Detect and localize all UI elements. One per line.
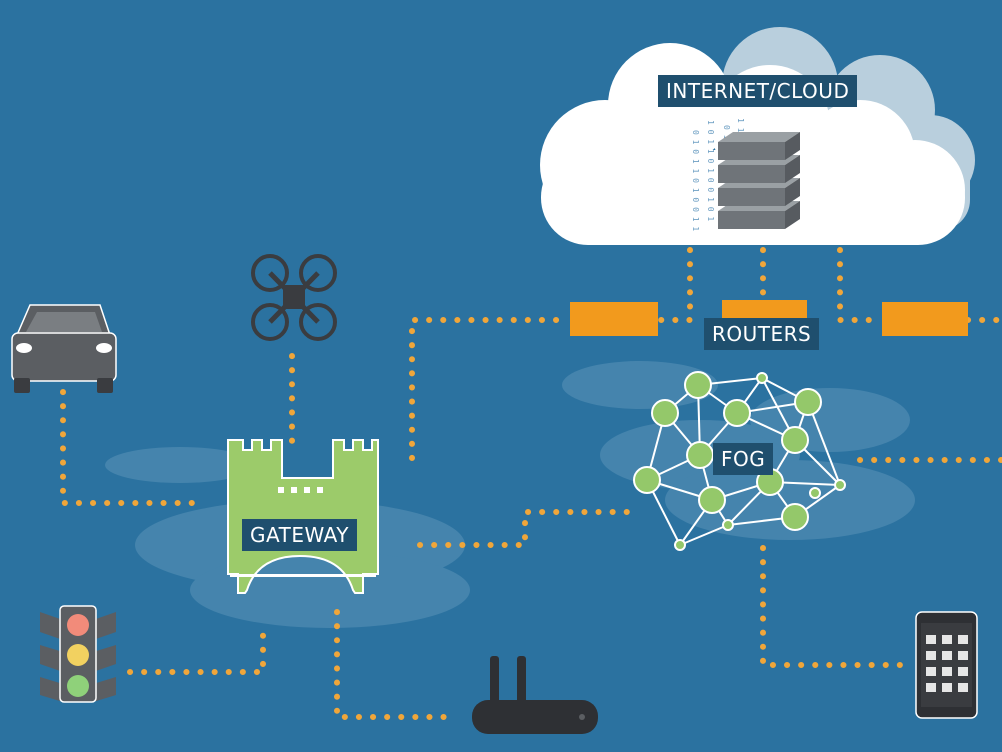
smartphone-icon xyxy=(915,611,978,719)
drone-icon xyxy=(251,254,337,341)
router-bar-center xyxy=(722,300,807,320)
fog-label: FOG xyxy=(713,443,774,475)
connection-lines xyxy=(60,247,1002,720)
link-car-gateway xyxy=(60,389,208,506)
link-gateway-routers xyxy=(409,317,573,461)
link-fog-phone xyxy=(760,545,911,668)
svg-text:1 0 1 1 0 1 0 0 1 0 1: 1 0 1 1 0 1 0 0 1 0 1 xyxy=(706,120,715,221)
ground-shadows xyxy=(105,361,915,628)
wifi-router-icon xyxy=(472,656,598,734)
fog-mesh-icon xyxy=(633,371,846,551)
router-bars xyxy=(570,300,968,336)
link-cloud-left xyxy=(657,247,693,323)
router-bar-left xyxy=(570,302,658,336)
router-bar-right xyxy=(882,302,968,336)
link-trafficlight-gateway xyxy=(127,622,266,675)
gateway-label: GATEWAY xyxy=(242,519,358,551)
traffic-light-icon xyxy=(40,605,116,703)
internet-cloud-label: INTERNET/CLOUD xyxy=(658,75,858,107)
link-cloud-right xyxy=(837,247,883,323)
link-gateway-fog xyxy=(417,509,643,548)
server-stack-icon xyxy=(718,132,800,229)
fog-mesh-nodes xyxy=(633,371,846,551)
car-icon xyxy=(11,304,117,393)
link-gateway-wifi xyxy=(334,609,453,720)
svg-text:0 1 0 1 1 0 1 0 0 1 1: 0 1 0 1 1 0 1 0 0 1 1 xyxy=(691,130,700,231)
castle-gateway-icon xyxy=(227,439,379,594)
routers-label: ROUTERS xyxy=(704,318,820,350)
